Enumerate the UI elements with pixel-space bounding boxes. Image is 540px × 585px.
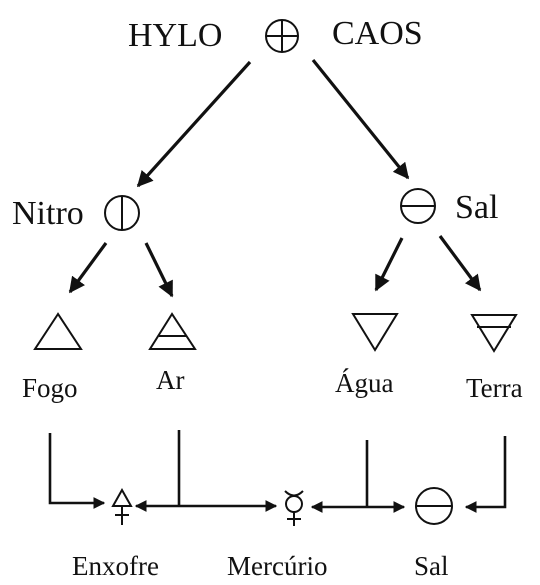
flow-terra-to-sal [464,436,507,513]
circle-horizontal-bar-icon [400,188,436,224]
triangle-down-bar-icon [470,314,518,353]
mercury-icon [284,490,304,526]
hylo-label: HYLO [128,17,222,54]
sulfur-icon [111,487,133,525]
triangle-up-bar-icon [148,312,197,350]
arrow-to-nitro [136,60,252,188]
element-label-agua: Água [335,368,393,398]
principle-label-mercurio: Mercúrio [227,551,327,581]
principle-label-sal: Sal [414,551,449,581]
arrow-to-ar [144,242,174,298]
element-label-ar: Ar [156,365,185,395]
triangle-up-icon [33,312,83,350]
flow-fogo-to-enxofre [48,433,106,509]
element-label-terra: Terra [466,373,523,403]
caos-label: CAOS [332,15,423,52]
nitro-label: Nitro [12,195,84,232]
sal-branch-label: Sal [455,189,498,226]
arrow-to-terra [438,235,482,292]
arrow-to-agua [374,237,404,292]
circle-cross-icon [265,19,299,53]
element-label-fogo: Fogo [22,373,78,403]
principle-label-enxofre: Enxofre [72,551,159,581]
triangle-down-icon [351,313,399,352]
salt-circle-icon [415,487,453,525]
arrow-to-sal [311,58,410,180]
arrow-to-fogo [68,242,108,294]
circle-vertical-bar-icon [104,195,140,231]
